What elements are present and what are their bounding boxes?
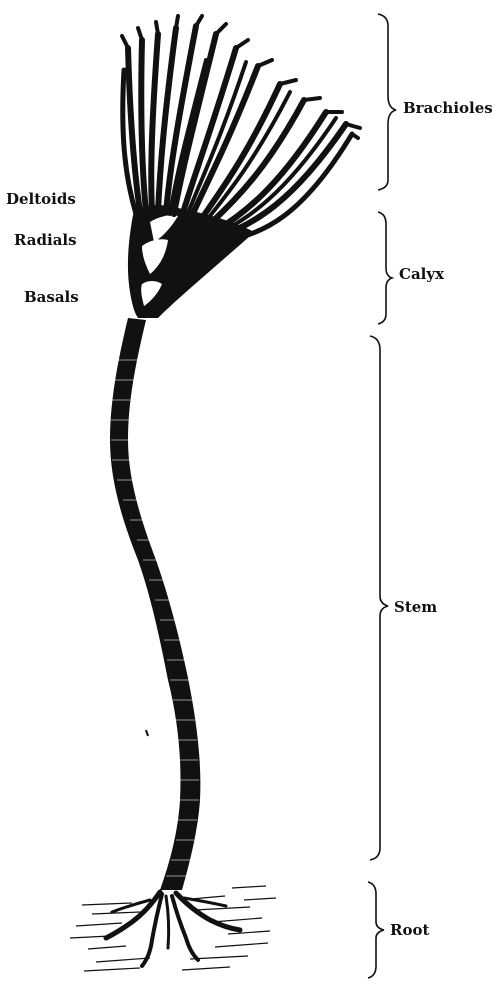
label-radials: Radials	[14, 231, 77, 249]
bracket-stem	[370, 336, 388, 860]
blastoid-illustration	[70, 16, 360, 971]
label-stem: Stem	[394, 598, 437, 616]
bracket-brachioles	[378, 14, 396, 190]
label-deltoids: Deltoids	[6, 190, 76, 208]
brachioles	[123, 26, 352, 240]
bracket-group	[368, 14, 396, 978]
label-brachioles: Brachioles	[403, 99, 493, 117]
stray-mark	[146, 730, 148, 736]
label-basals: Basals	[24, 288, 79, 306]
stem	[110, 318, 200, 890]
label-root: Root	[390, 921, 429, 939]
label-calyx: Calyx	[399, 265, 445, 283]
bracket-calyx	[378, 212, 392, 324]
bracket-root	[368, 882, 384, 978]
